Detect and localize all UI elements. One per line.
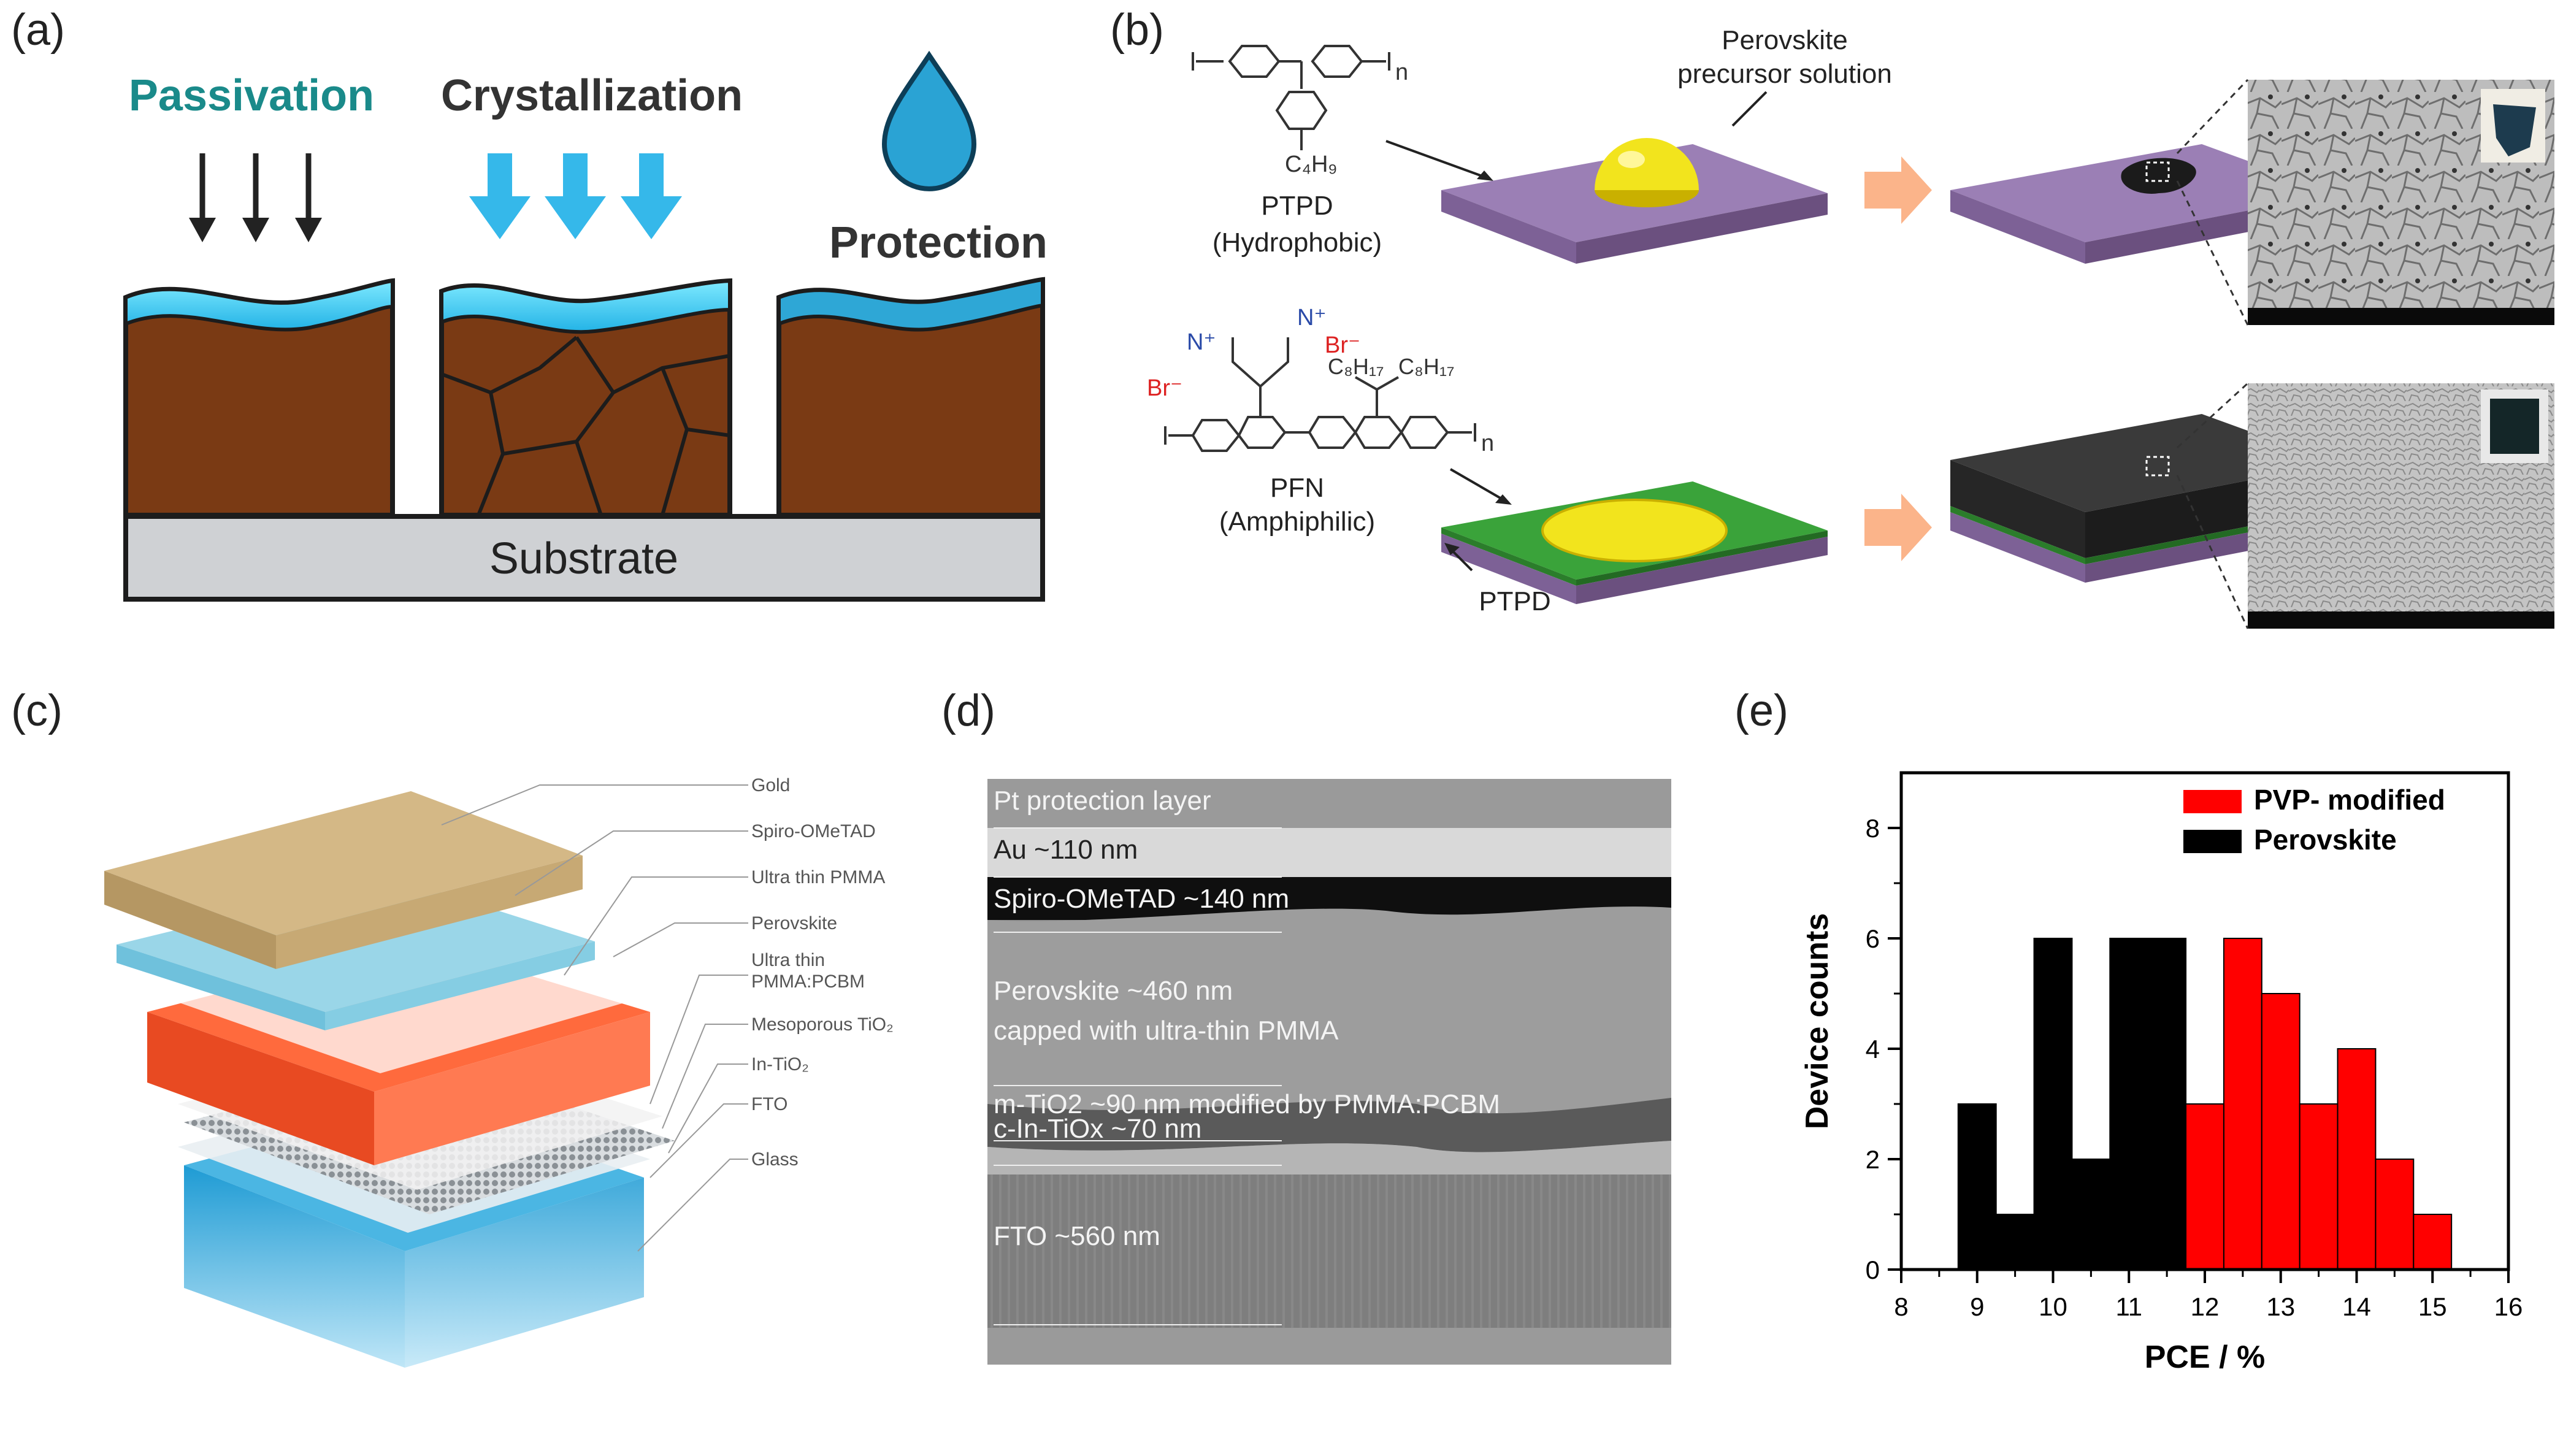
precursor-droplet xyxy=(1595,138,1699,207)
bar-perovskite-0 xyxy=(1957,1103,1997,1270)
pfn-c8h17-b: C₈H₁₇ xyxy=(1398,354,1454,379)
pfn-nplus-right: N⁺ xyxy=(1297,305,1327,331)
x-tick-label: 9 xyxy=(1970,1292,1984,1321)
layer-label-spiro: Spiro-OMeTAD xyxy=(751,821,876,841)
droplet-icon xyxy=(881,50,977,191)
legend-swatch xyxy=(2183,830,2242,853)
bar-pvp-modified-5 xyxy=(2375,1159,2415,1270)
panel-label-e: (e) xyxy=(1734,686,1788,735)
crystallization-arrows xyxy=(469,153,682,239)
passivation-arrows xyxy=(189,153,322,242)
precursor-label-line1: Perovskite xyxy=(1722,25,1847,55)
ptpd-n-label: n xyxy=(1395,59,1408,85)
sem-image-bottom xyxy=(2176,382,2554,629)
ptpd-property: (Hydrophobic) xyxy=(1213,228,1382,258)
ptpd-name: PTPD xyxy=(1261,191,1333,221)
x-tick-label: 12 xyxy=(2191,1292,2220,1321)
pfn-br-right: Br⁻ xyxy=(1325,332,1360,358)
y-tick-label: 6 xyxy=(1866,924,1880,953)
panel-a-schematic: Passivation Crystallization Protection xyxy=(123,50,1048,602)
layer-c-in-tiox: c-In-TiOx ~70 nm xyxy=(994,1114,1201,1144)
layer-label-pmma-pcbm: PMMA:PCBM xyxy=(751,971,865,992)
x-tick-label: 11 xyxy=(2115,1292,2142,1321)
x-tick-label: 10 xyxy=(2039,1292,2067,1321)
legend-label: Perovskite xyxy=(2254,824,2397,856)
layer-perovskite: Perovskite ~460 nm xyxy=(994,976,1233,1006)
bar-pvp-modified-1 xyxy=(2223,938,2262,1270)
panel-c-device-stack: Gold Spiro-OMeTAD Ultra thin PMMA Perovs… xyxy=(104,775,894,1368)
layer-au: Au ~110 nm xyxy=(994,835,1138,865)
legend-swatch xyxy=(2183,790,2242,813)
y-axis-label: Device counts xyxy=(1799,913,1835,1130)
pfn-c8h17-a: C₈H₁₇ xyxy=(1328,354,1384,379)
layer-label-ultra-thin: Ultra thin xyxy=(751,950,825,970)
bar-perovskite-5 xyxy=(2147,938,2187,1270)
y-tick-label: 0 xyxy=(1866,1255,1880,1284)
y-tick-label: 4 xyxy=(1866,1035,1880,1063)
layer-label-ultra-thin-pmma: Ultra thin PMMA xyxy=(751,867,885,887)
precursor-label-line2: precursor solution xyxy=(1677,59,1892,89)
bar-perovskite-3 xyxy=(2071,1159,2111,1270)
substrate-label: Substrate xyxy=(489,534,678,583)
pfn-structure xyxy=(1164,337,1476,452)
x-tick-label: 14 xyxy=(2342,1292,2371,1321)
pfn-property: (Amphiphilic) xyxy=(1219,507,1375,537)
protection-title: Protection xyxy=(829,218,1048,267)
layer-label-gold: Gold xyxy=(751,775,790,795)
layer-label-fto: FTO xyxy=(751,1094,787,1114)
ticks-layer: 8 9 10 11 12 13 14 15 16 0 2 4 6 8 xyxy=(1866,814,2523,1321)
bars-layer xyxy=(1957,938,2453,1270)
process-arrow-top xyxy=(1864,156,1932,224)
layer-perovskite-cap: capped with ultra-thin PMMA xyxy=(994,1016,1339,1046)
pfn-n-label: n xyxy=(1481,431,1494,456)
x-tick-label: 13 xyxy=(2266,1292,2295,1321)
layer-spiro: Spiro-OMeTAD ~140 nm xyxy=(994,884,1289,914)
process-arrow-bottom xyxy=(1864,494,1932,561)
panel-b-schematic: n C₄H₉ PTPD (Hydrophobic) Perovskite pre… xyxy=(1147,25,2554,629)
protection-block xyxy=(776,277,1045,518)
passivation-block xyxy=(123,278,395,518)
crystallization-title: Crystallization xyxy=(441,71,743,120)
y-tick-label: 2 xyxy=(1866,1145,1880,1174)
x-tick-label: 16 xyxy=(2494,1292,2523,1321)
layer-m-tio2: m-TiO2 ~90 nm modified by PMMA:PCBM xyxy=(994,1089,1500,1119)
layer-fto: FTO ~560 nm xyxy=(994,1221,1160,1251)
panel-label-c: (c) xyxy=(11,686,63,735)
pfn-name: PFN xyxy=(1270,473,1324,503)
layer-pt: Pt protection layer xyxy=(994,786,1211,816)
substrate-block xyxy=(123,514,1045,602)
x-axis-label: PCE / % xyxy=(2145,1339,2266,1375)
bar-pvp-modified-3 xyxy=(2299,1103,2339,1270)
bar-pvp-modified-6 xyxy=(2413,1214,2453,1270)
sem-image-top xyxy=(2176,79,2554,326)
panel-d-cross-section: Pt protection layer Au ~110 nm Spiro-OMe… xyxy=(987,779,1671,1365)
panel-label-d: (d) xyxy=(941,686,995,735)
bar-pvp-modified-2 xyxy=(2261,993,2301,1270)
bar-perovskite-1 xyxy=(1995,1214,2035,1270)
pfn-substrate-bottom xyxy=(1441,468,1828,604)
x-tick-label: 15 xyxy=(2418,1292,2447,1321)
ptpd-bottom-label: PTPD xyxy=(1479,586,1550,616)
layer-label-in-tio2: In-TiO₂ xyxy=(751,1054,809,1075)
x-tick-label: 8 xyxy=(1894,1292,1908,1321)
passivation-title: Passivation xyxy=(129,71,374,120)
pfn-nplus-left: N⁺ xyxy=(1187,329,1216,355)
layer-label-perovskite: Perovskite xyxy=(751,913,837,933)
legend-label: PVP- modified xyxy=(2254,784,2445,816)
panel-label-b: (b) xyxy=(1110,6,1164,55)
bar-perovskite-2 xyxy=(2033,938,2073,1270)
crystallization-block xyxy=(439,278,732,518)
ptpd-c4h9: C₄H₉ xyxy=(1285,151,1337,177)
pfn-br-left: Br⁻ xyxy=(1147,375,1182,401)
panel-e-histogram: 8 9 10 11 12 13 14 15 16 0 2 4 6 8 Device counts PCE … xyxy=(1799,771,2523,1375)
bar-perovskite-4 xyxy=(2109,938,2149,1270)
y-tick-label: 8 xyxy=(1866,814,1880,843)
ptpd-structure xyxy=(1192,45,1390,150)
bar-pvp-modified-4 xyxy=(2337,1048,2377,1270)
layer-label-glass: Glass xyxy=(751,1149,799,1170)
bar-pvp-modified-0 xyxy=(2185,1103,2224,1270)
panel-label-a: (a) xyxy=(11,6,65,55)
layer-label-meso-tio2: Mesoporous TiO₂ xyxy=(751,1014,894,1035)
